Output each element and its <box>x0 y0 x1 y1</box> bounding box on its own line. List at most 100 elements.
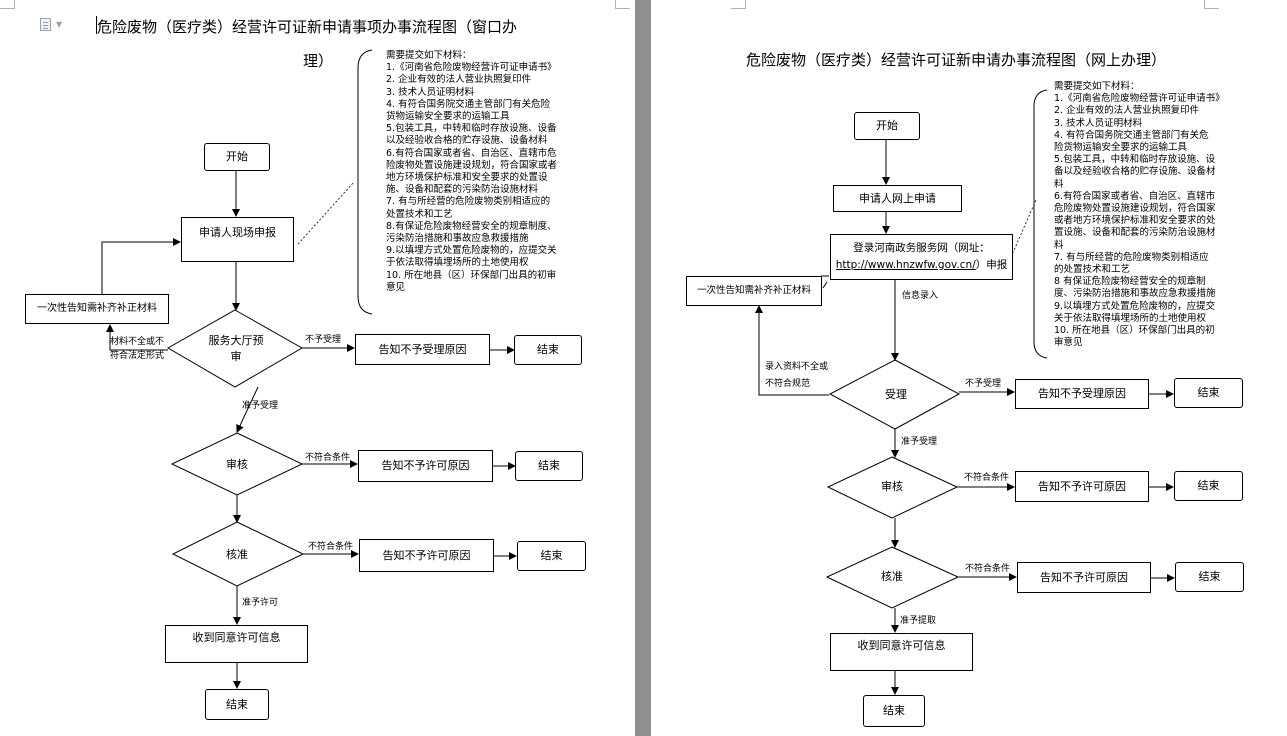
notify-deny-node: 告知不予许可原因 <box>1015 471 1149 502</box>
materials-line: 需要提交如下材料： <box>1054 81 1140 92</box>
crop-mark <box>731 0 746 9</box>
materials-line: 地方环境保护标准和安全要求的处置设 <box>386 172 548 184</box>
not-meet-label: 不符合条件 <box>305 453 351 463</box>
materials-line: 4. 有符合国务院交通主管部门有关危 <box>1054 129 1209 141</box>
accept-label: 准予受理 <box>901 437 938 447</box>
materials-line: 9.以填埋方式处置危险废物的，应提交 <box>1054 300 1216 312</box>
materials-line: 的处置技术和工艺 <box>1054 264 1131 276</box>
materials-line: 审意见 <box>1054 337 1083 349</box>
info-entry-label: 信息录入 <box>902 291 939 301</box>
crop-mark <box>1204 0 1219 9</box>
document-page-1: ▼ 危险废物（医疗类）经营许可证新申请事项办事流程图（窗口办 理） <box>0 0 635 736</box>
materials-line: 置设施、设备和配套的污染防治设施材 <box>1054 227 1216 239</box>
materials-line: 5.包装工具，中转和临时存放设施、设备 <box>386 123 557 135</box>
start-node: 开始 <box>854 112 920 140</box>
start-node: 开始 <box>204 143 270 171</box>
materials-line: 于依法取得填埋场所的土地使用权 <box>386 257 529 269</box>
materials-list: 需要提交如下材料： 1.《河南省危险废物经营许可证申请书》 2. 企业有效的法人… <box>1054 81 1286 349</box>
notify-deny-node: 告知不予许可原因 <box>1017 562 1151 593</box>
reject-label: 不予受理 <box>305 335 342 345</box>
login-url-line: http://www.hnzwfw.gov.cn/）申报 <box>836 257 1007 274</box>
materials-line: 货物运输安全要求的运输工具 <box>386 111 510 123</box>
not-meet-label: 不符合条件 <box>964 473 1010 483</box>
entry-incomplete-label: 不符合规范 <box>765 379 811 389</box>
end-node: 结束 <box>1174 378 1243 408</box>
accept-label: 准予受理 <box>242 401 279 411</box>
audit-decision: 审核 <box>881 480 903 493</box>
materials-line: 处置技术和工艺 <box>386 208 453 220</box>
materials-line: 6.有符合国家或者省、自治区、直辖市 <box>1054 190 1216 202</box>
portal-link[interactable]: http://www.hnzwfw.gov.cn/ <box>835 259 976 271</box>
not-meet-label: 不符合条件 <box>308 542 354 552</box>
document-icon[interactable] <box>40 18 51 31</box>
materials-line: 度、污染防治措施和事故应急救援措施 <box>1054 288 1216 300</box>
materials-line: 8.有保证危险废物经营安全的规章制度、 <box>386 220 557 232</box>
materials-line: 5.包装工具，中转和临时存放设施、设 <box>1054 154 1216 166</box>
document-page-2: 危险废物（医疗类）经营许可证新申请办事流程图（网上办理） <box>651 0 1287 736</box>
materials-line: 污染防治措施和事故应急救援措施 <box>386 233 529 245</box>
approve-decision: 核准 <box>881 570 903 583</box>
materials-line: 危险废物处置设施建设规划，符合国家 <box>1054 203 1216 215</box>
materials-line: 1.《河南省危险废物经营许可证申请书》 <box>1054 93 1225 105</box>
permit-label: 准予许可 <box>242 598 279 608</box>
materials-line: 3. 技术人员证明材料 <box>1054 117 1143 129</box>
materials-line: 施、设备和配套的污染防治设施材料 <box>386 184 539 196</box>
materials-line: 10. 所在地县（区）环保部门出具的初 <box>1054 325 1215 337</box>
page-title: 危险废物（医疗类）经营许可证新申请办事流程图（网上办理） <box>746 51 1167 69</box>
end-node: 结束 <box>205 689 269 720</box>
materials-line: 7. 有与所经营的危险废物类别相适应的 <box>386 196 551 208</box>
materials-line: 以及经验收合格的贮存设施、设备材料 <box>386 135 548 147</box>
materials-line: 8 有保证危险废物经营安全的规章制 <box>1054 276 1206 288</box>
materials-line: 备以及经验收合格的贮存设施、设备材 <box>1054 166 1216 178</box>
end-node: 结束 <box>514 335 582 365</box>
receive-permit-node: 收到同意许可信息 <box>165 625 308 663</box>
end-node: 结束 <box>863 695 925 727</box>
materials-line: 2. 企业有效的法人营业执照复印件 <box>386 74 532 86</box>
materials-line: 险货物运输安全要求的运输工具 <box>1054 142 1188 154</box>
reject-label: 不予受理 <box>965 379 1002 389</box>
login-portal-node: 登录河南政务服务网（网址： http://www.hnzwfw.gov.cn/）… <box>830 234 1013 280</box>
materials-line: 料 <box>1054 178 1064 190</box>
crop-mark <box>615 0 630 9</box>
chevron-down-icon[interactable]: ▼ <box>56 20 63 29</box>
materials-line: 4. 有符合国务院交通主管部门有关危险 <box>386 98 551 110</box>
approve-decision: 核准 <box>226 548 248 561</box>
flowchart-lines <box>755 89 1175 695</box>
materials-line: 9.以填埋方式处置危险废物的，应提交关 <box>386 245 557 257</box>
notify-deny-node: 告知不予许可原因 <box>359 539 494 572</box>
notify-reject-node: 告知不予受理原因 <box>355 334 490 365</box>
notify-reject-node: 告知不予受理原因 <box>1015 379 1149 409</box>
materials-list: 需要提交如下材料： 1.《河南省危险废物经营许可证申请书》 2. 企业有效的法人… <box>386 50 626 294</box>
materials-line: 意见 <box>386 281 406 293</box>
incomplete-label: 符合法定形式 <box>110 351 165 361</box>
materials-line: 3. 技术人员证明材料 <box>386 86 475 98</box>
receive-permit-node: 收到同意许可信息 <box>830 633 973 671</box>
apply-online-node: 申请人网上申请 <box>833 185 962 212</box>
materials-line: 6.有符合国家或者省、自治区、直辖市危 <box>386 147 557 159</box>
audit-decision: 审核 <box>226 458 248 471</box>
materials-line: 1.《河南省危险废物经营许可证申请书》 <box>386 62 557 74</box>
notify-supplement-node: 一次性告知需补齐补正材料 <box>25 294 169 324</box>
entry-incomplete-label: 录入资料不全或 <box>765 362 829 372</box>
materials-line: 10. 所在地县（区）环保部门出具的初审 <box>386 269 557 281</box>
materials-line: 料 <box>1054 239 1064 251</box>
materials-line: 2. 企业有效的法人营业执照复印件 <box>1054 105 1200 117</box>
crop-mark <box>0 0 15 9</box>
materials-line: 关于依法取得填埋场所的土地使用权 <box>1054 312 1207 324</box>
page-title-line2: 理） <box>303 52 334 70</box>
permit-label: 准予提取 <box>900 616 937 626</box>
notify-deny-node: 告知不予许可原因 <box>358 450 493 482</box>
materials-line: 险废物处置设施建设规划，符合国家或者 <box>386 159 558 171</box>
materials-line: 需要提交如下材料： <box>386 50 472 61</box>
accept-decision: 受理 <box>885 388 907 401</box>
page-title-line1: 危险废物（医疗类）经营许可证新申请事项办事流程图（窗口办 <box>97 18 518 36</box>
flowchart-lines <box>101 49 517 689</box>
text-cursor <box>96 16 97 34</box>
end-node: 结束 <box>1175 562 1244 592</box>
incomplete-label: 材料不全或不 <box>110 337 165 347</box>
end-node: 结束 <box>515 451 583 481</box>
materials-line: 7. 有与所经营的危险废物类别相适应 <box>1054 251 1209 263</box>
apply-onsite-node: 申请人现场申报 <box>181 217 294 262</box>
end-node: 结束 <box>1174 471 1243 501</box>
end-node: 结束 <box>517 541 586 571</box>
